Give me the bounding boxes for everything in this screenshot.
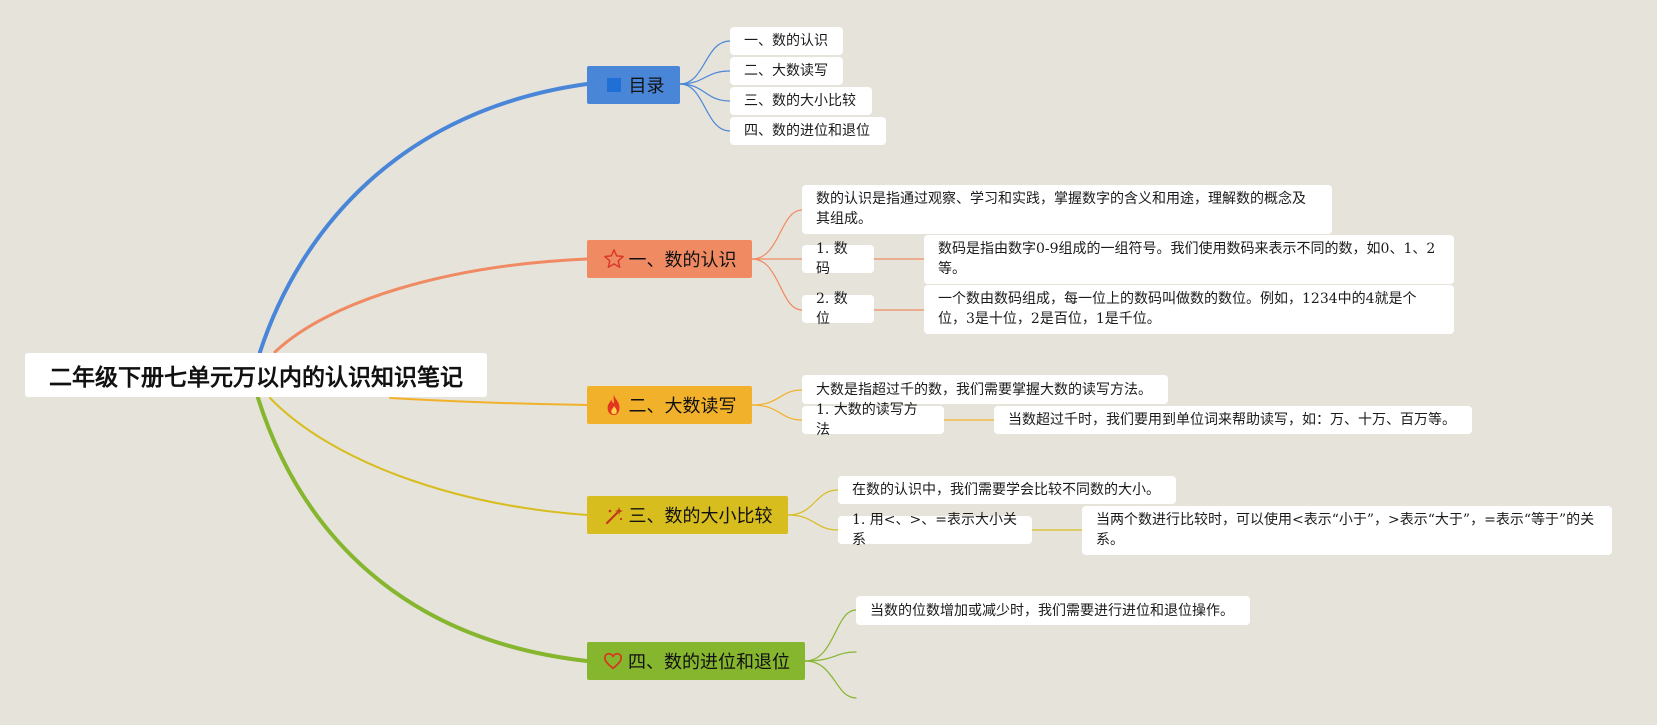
heart-icon <box>602 650 624 672</box>
fire-icon <box>603 394 625 416</box>
b4-intro[interactable]: 当数的位数增加或减少时，我们需要进行进位和退位操作。 <box>856 596 1250 625</box>
magic-wand-icon <box>603 504 625 526</box>
trunk-b2 <box>389 397 588 406</box>
branch-toc[interactable]: 目录 <box>587 66 680 104</box>
b3-sub-symbols-detail[interactable]: 当两个数进行比较时，可以使用<表示“小于”，>表示“大于”，=表示“等于”的关系… <box>1082 506 1612 555</box>
b1-intro[interactable]: 数的认识是指通过观察、学习和实践，掌握数字的含义和用途，理解数的概念及其组成。 <box>802 185 1332 234</box>
branch-label: 目录 <box>628 76 665 97</box>
toc-item-1[interactable]: 一、数的认识 <box>730 27 843 55</box>
trunk-b4 <box>256 396 589 663</box>
b1-sub-place[interactable]: 2. 数位 <box>802 291 874 327</box>
trunk-b1 <box>273 257 589 354</box>
branch-label: 一、数的认识 <box>628 250 737 271</box>
b2-intro[interactable]: 大数是指超过千的数，我们需要掌握大数的读写方法。 <box>802 375 1168 404</box>
b1-sub-digits[interactable]: 1. 数码 <box>802 241 874 277</box>
b2-sub-method[interactable]: 1. 大数的读写方法 <box>802 402 944 438</box>
b1-sub-digits-detail[interactable]: 数码是指由数字0-9组成的一组符号。我们使用数码来表示不同的数，如0、1、2等。 <box>924 235 1454 284</box>
branch-compare-numbers[interactable]: 三、数的大小比较 <box>587 496 788 534</box>
trunk-b3 <box>269 397 588 516</box>
b3-sub-symbols[interactable]: 1. 用<、>、=表示大小关系 <box>838 512 1032 548</box>
branch-label: 二、大数读写 <box>628 396 737 417</box>
trunk-toc <box>258 82 589 354</box>
b3-intro[interactable]: 在数的认识中，我们需要学会比较不同数的大小。 <box>838 476 1176 504</box>
branch-carry-borrow[interactable]: 四、数的进位和退位 <box>587 642 805 680</box>
toc-item-3[interactable]: 三、数的大小比较 <box>730 87 872 115</box>
b1-sub-place-detail[interactable]: 一个数由数码组成，每一位上的数码叫做数的数位。例如，1234中的4就是个位，3是… <box>924 285 1454 334</box>
b2-sub-method-detail[interactable]: 当数超过千时，我们要用到单位词来帮助读写，如：万、十万、百万等。 <box>994 406 1472 434</box>
branch-label: 三、数的大小比较 <box>628 506 773 527</box>
branch-large-numbers[interactable]: 二、大数读写 <box>587 386 752 424</box>
toc-item-4[interactable]: 四、数的进位和退位 <box>730 117 886 145</box>
flag-icon <box>603 74 625 96</box>
branch-number-recognition[interactable]: 一、数的认识 <box>587 240 752 278</box>
star-icon <box>603 248 625 270</box>
branch-label: 四、数的进位和退位 <box>628 652 790 673</box>
root-topic[interactable]: 二年级下册七单元万以内的认识知识笔记 <box>25 353 487 397</box>
toc-item-2[interactable]: 二、大数读写 <box>730 57 843 85</box>
